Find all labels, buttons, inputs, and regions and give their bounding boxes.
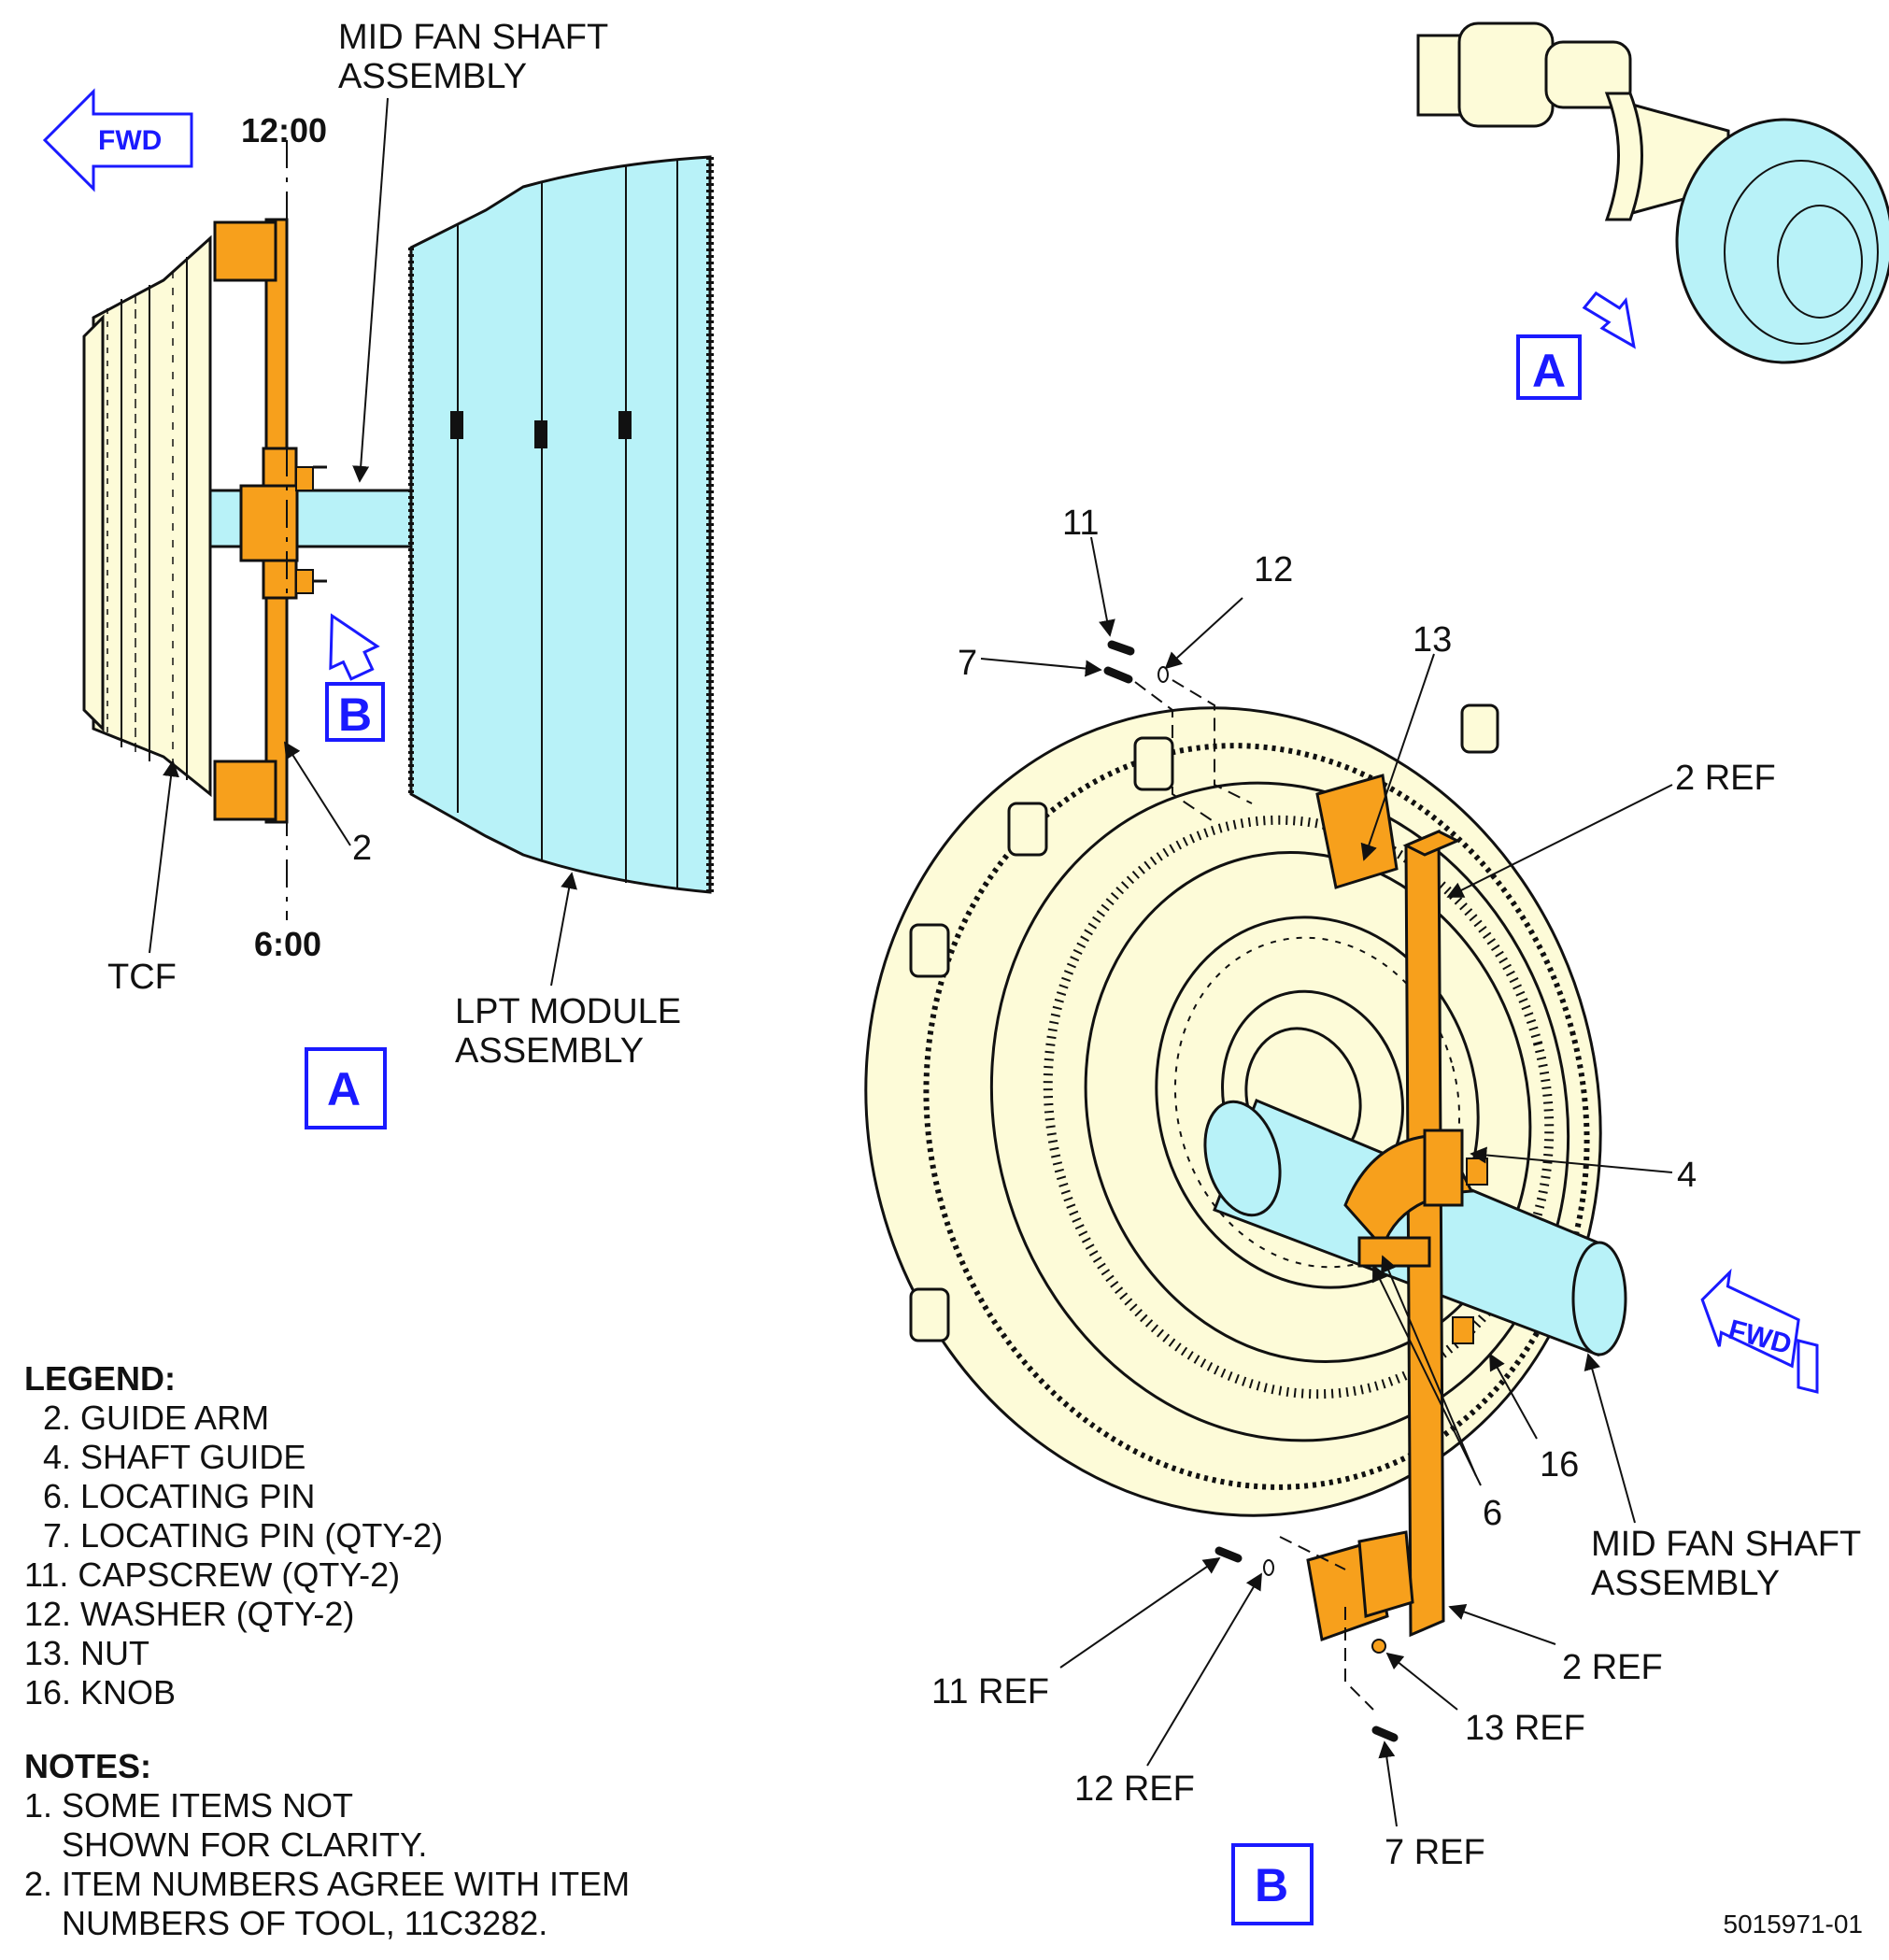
view-b-title: B <box>1255 1859 1288 1911</box>
legend-item: 2. GUIDE ARM <box>24 1399 270 1437</box>
hardware-bottom <box>1214 1536 1399 1742</box>
note-line: 1. SOME ITEMS NOT <box>24 1786 354 1825</box>
callout-2-ref-bottom: 2 REF <box>1562 1648 1663 1687</box>
mid-fan-shaft-label-b2: ASSEMBLY <box>1591 1564 1780 1603</box>
guide-arm-view-b <box>1306 774 1488 1642</box>
legend-item: 4. SHAFT GUIDE <box>24 1438 306 1476</box>
view-a-drawing: FWD 12:00 6:00 <box>42 18 714 1129</box>
callout-12: 12 <box>1254 550 1293 589</box>
hardware-top <box>1103 640 1253 823</box>
view-a-title: A <box>327 1063 361 1115</box>
callout-7: 7 <box>958 644 977 683</box>
callout-12-ref: 12 REF <box>1074 1769 1195 1809</box>
fwd-3d-arrow-icon: FWD <box>1700 1268 1819 1394</box>
callout-2-ref-top: 2 REF <box>1675 759 1776 798</box>
lpt-module <box>408 155 714 894</box>
lpt-label-2: ASSEMBLY <box>455 1031 644 1071</box>
locator-drawing: A <box>1416 21 1889 400</box>
tcf-label: TCF <box>107 958 177 997</box>
note-line: SHOWN FOR CLARITY. <box>24 1825 428 1864</box>
tcf-frame <box>82 234 212 798</box>
callout-13-ref: 13 REF <box>1465 1709 1585 1748</box>
legend-item: 7. LOCATING PIN (QTY-2) <box>24 1516 444 1555</box>
note-line: NUMBERS OF TOOL, 11C3282. <box>24 1904 548 1942</box>
mid-fan-shaft-label-a2: ASSEMBLY <box>338 57 527 96</box>
fwd-label: FWD <box>98 125 162 156</box>
locator-view-a-label: A <box>1532 345 1566 397</box>
view-a-title-box <box>305 1047 387 1129</box>
callout-13: 13 <box>1413 620 1452 660</box>
mid-fan-shaft-label-a1: MID FAN SHAFT <box>338 18 608 57</box>
notes-title: NOTES: <box>24 1747 152 1785</box>
view-b-callout-box[interactable] <box>325 682 385 742</box>
clock-6: 6:00 <box>254 925 321 963</box>
fwd-arrow-icon: FWD <box>42 88 193 192</box>
view-b-callout-label: B <box>338 689 372 741</box>
notes: NOTES: 1. SOME ITEMS NOT SHOWN FOR CLARI… <box>24 1747 630 1943</box>
callout-11: 11 <box>1062 504 1099 543</box>
view-b-arrow-icon <box>329 613 380 681</box>
legend-item: 13. NUT <box>24 1634 150 1672</box>
callout-11-ref: 11 REF <box>931 1672 1049 1711</box>
callout-16: 16 <box>1540 1445 1579 1484</box>
legend-item: 12. WASHER (QTY-2) <box>24 1595 355 1633</box>
legend-item: 16. KNOB <box>24 1673 177 1711</box>
lpt-label-1: LPT MODULE <box>455 992 681 1031</box>
item-2-label: 2 <box>352 829 372 868</box>
view-b-drawing: FWD 11 12 7 13 2 REF 4 16 6 MID FAN SHAF… <box>864 504 1861 1925</box>
clock-12: 12:00 <box>241 111 327 149</box>
note-line: 2. ITEM NUMBERS AGREE WITH ITEM <box>24 1865 631 1903</box>
legend-title: LEGEND: <box>24 1359 176 1398</box>
legend-item: 6. LOCATING PIN <box>24 1477 316 1515</box>
locator-view-a-box[interactable] <box>1516 334 1582 400</box>
legend-item: 11. CAPSCREW (QTY-2) <box>24 1555 401 1594</box>
callout-4: 4 <box>1677 1156 1697 1195</box>
legend: LEGEND: 2. GUIDE ARM 4. SHAFT GUIDE 6. L… <box>24 1359 443 1712</box>
callout-7-ref: 7 REF <box>1385 1833 1485 1872</box>
callout-6: 6 <box>1483 1494 1502 1533</box>
view-b-title-box <box>1231 1843 1314 1925</box>
mid-fan-shaft-label-b1: MID FAN SHAFT <box>1591 1525 1861 1564</box>
document-number: 5015971-01 <box>1723 1910 1863 1939</box>
